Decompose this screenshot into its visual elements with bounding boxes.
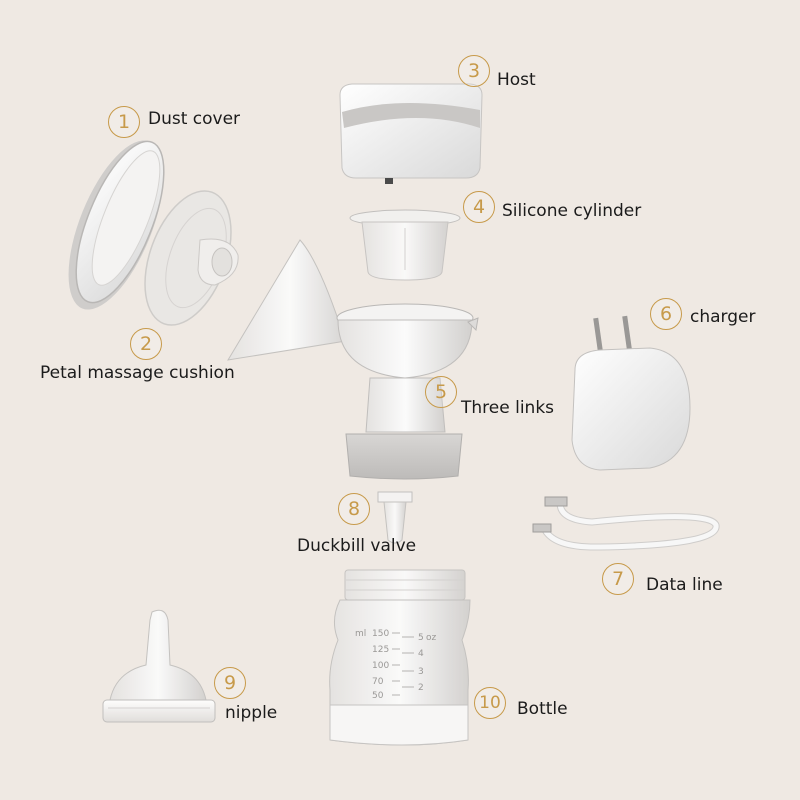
oz-mark-3: 3 (418, 667, 424, 677)
part-7-number: 7 (602, 563, 634, 595)
ml-unit-label: ml (355, 629, 366, 639)
bottle-label: Bottle (517, 699, 568, 719)
duckbill-valve-label: Duckbill valve (297, 536, 417, 556)
part-2-number: 2 (130, 328, 162, 360)
ml-mark-150: 150 (372, 629, 389, 639)
part-6-number: 6 (650, 298, 682, 330)
ml-mark-100: 100 (372, 661, 389, 671)
part-1-number: 1 (108, 106, 140, 138)
part-10-number: 10 (474, 687, 506, 719)
ml-mark-50: 50 (372, 691, 384, 701)
petal-cushion-image (144, 190, 239, 326)
bottle-image: ml 150 125 100 70 50 5 4 3 2 oz (329, 569, 471, 746)
part-5-number: 5 (425, 376, 457, 408)
part-9-number: 9 (214, 667, 246, 699)
host-label: Host (497, 70, 536, 90)
silicone-cylinder-image (349, 209, 461, 281)
oz-mark-4: 4 (418, 649, 424, 659)
data-line-label: Data line (646, 575, 723, 595)
part-4-number: 4 (463, 191, 495, 223)
ml-mark-70: 70 (372, 677, 384, 687)
three-links-image (227, 239, 479, 480)
ml-mark-125: 125 (372, 645, 389, 655)
silicone-cylinder-label: Silicone cylinder (502, 201, 642, 221)
three-links-label: Three links (461, 398, 555, 418)
oz-mark-5: 5 (418, 633, 424, 643)
bottle-scale: ml 150 125 100 70 50 5 4 3 2 oz (355, 629, 437, 701)
charger-image (571, 315, 691, 471)
dust-cover-image (68, 140, 165, 310)
nipple-label: nipple (225, 703, 278, 723)
part-3-number: 3 (458, 55, 490, 87)
oz-unit-label: oz (426, 633, 437, 643)
duckbill-valve-image (377, 491, 413, 544)
host-image (339, 83, 483, 184)
charger-label: charger (690, 307, 756, 327)
petal-massage-cushion-label: Petal massage cushion (40, 363, 235, 383)
part-8-number: 8 (338, 493, 370, 525)
nipple-image (102, 609, 216, 723)
oz-mark-2: 2 (418, 683, 424, 693)
data-line-image (532, 496, 720, 551)
dust-cover-label: Dust cover (148, 109, 241, 129)
